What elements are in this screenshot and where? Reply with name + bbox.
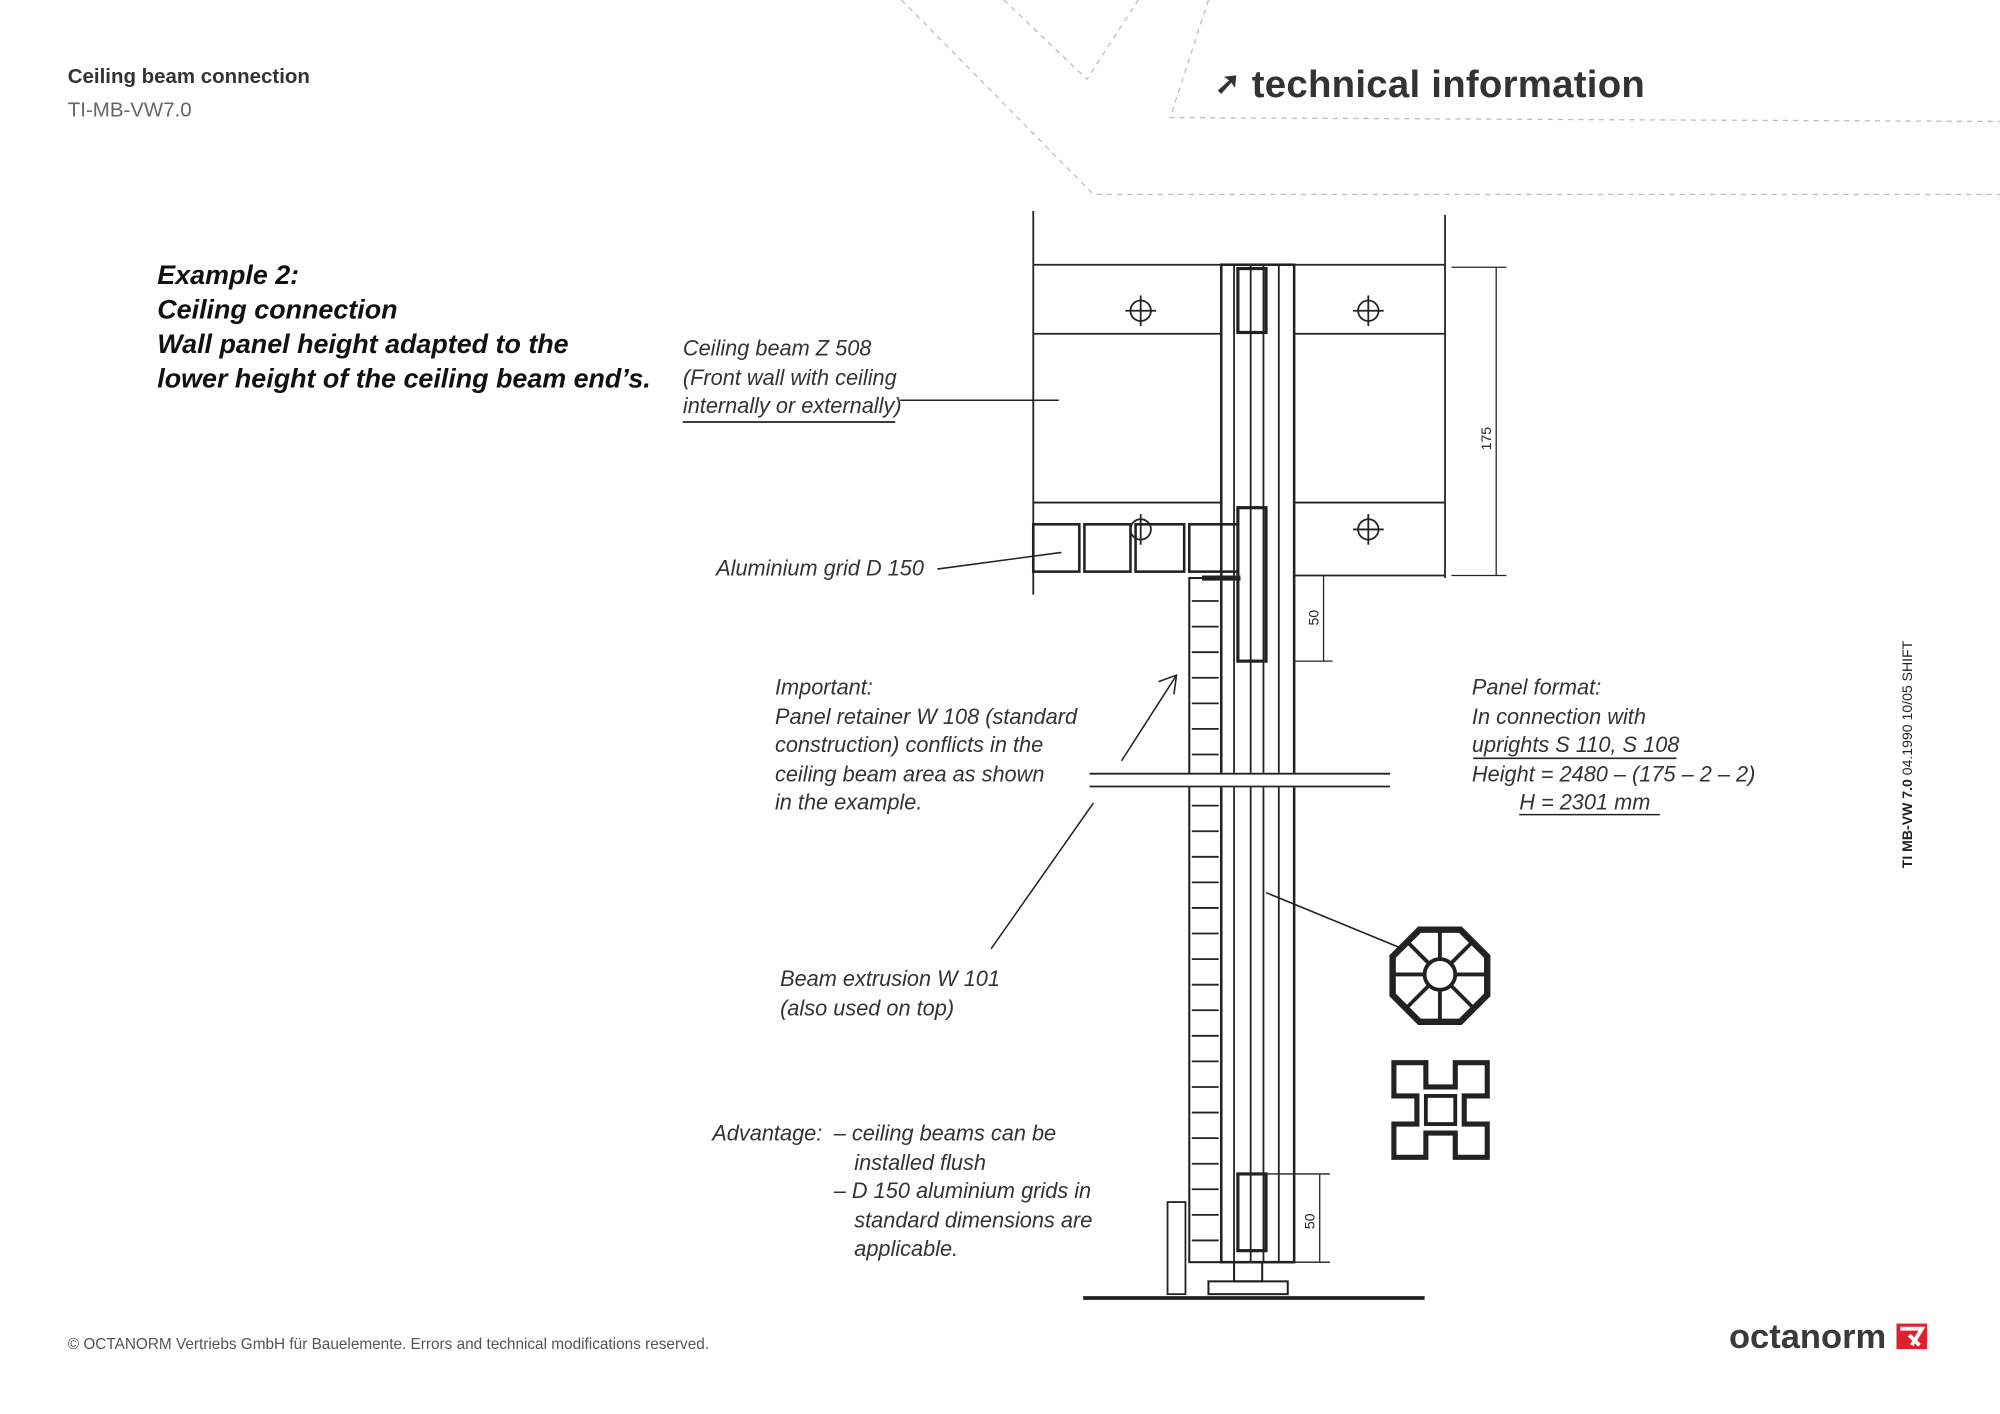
advantage-list: – ceiling beams can be installed flush –… [833, 1121, 1093, 1261]
crosshair-marks [1125, 295, 1384, 545]
ceiling-beam-label: Ceiling beam Z 508 (Front wall with ceil… [682, 336, 902, 419]
cut-lines [1088, 772, 1391, 788]
dimension-lines [1266, 266, 1507, 1263]
side-reference: TI MB-VW 7.0 04.1990 10/05 SHIFT [1900, 640, 1916, 869]
example-heading: Example 2: Ceiling connection Wall panel… [157, 260, 651, 394]
document-code: TI-MB-VW7.0 [67, 99, 192, 122]
dimension-values: 175 50 50 [1302, 427, 1494, 1229]
copyright: © OCTANORM Vertriebs GmbH für Bauelement… [67, 1335, 710, 1353]
upright-column [1202, 263, 1296, 1264]
document-title: Ceiling beam connection [67, 66, 310, 89]
decorative-dashed-lines [901, 0, 2000, 196]
octagonal-profile-icon [1389, 926, 1491, 1025]
octanorm-mark-icon [1895, 1323, 1927, 1350]
section-heading: ➚ technical information [1214, 63, 1646, 107]
dimension-50-bottom: 50 [1302, 1213, 1318, 1229]
wall-panel [1166, 576, 1223, 1296]
beam-extrusion-label: Beam extrusion W 101 (also used on top) [780, 966, 1000, 1020]
panel-format-note: Panel format: In connection with upright… [1471, 675, 1756, 815]
leader-lines [682, 399, 1677, 950]
ceiling-beam [1032, 211, 1446, 595]
advantage-label: Advantage: [712, 1121, 823, 1146]
square-profile-icon [1391, 1060, 1490, 1160]
arrow-up-right-icon: ➚ [1214, 66, 1241, 102]
grid-label: Aluminium grid D 150 [716, 556, 924, 581]
aluminium-grid [1031, 523, 1240, 573]
important-note: Important: Panel retainer W 108 (standar… [774, 675, 1078, 815]
octanorm-logo: octanorm [1729, 1317, 1927, 1357]
dimension-175: 175 [1478, 427, 1494, 451]
dimension-50-top: 50 [1305, 610, 1321, 626]
floor [1083, 1261, 1425, 1300]
